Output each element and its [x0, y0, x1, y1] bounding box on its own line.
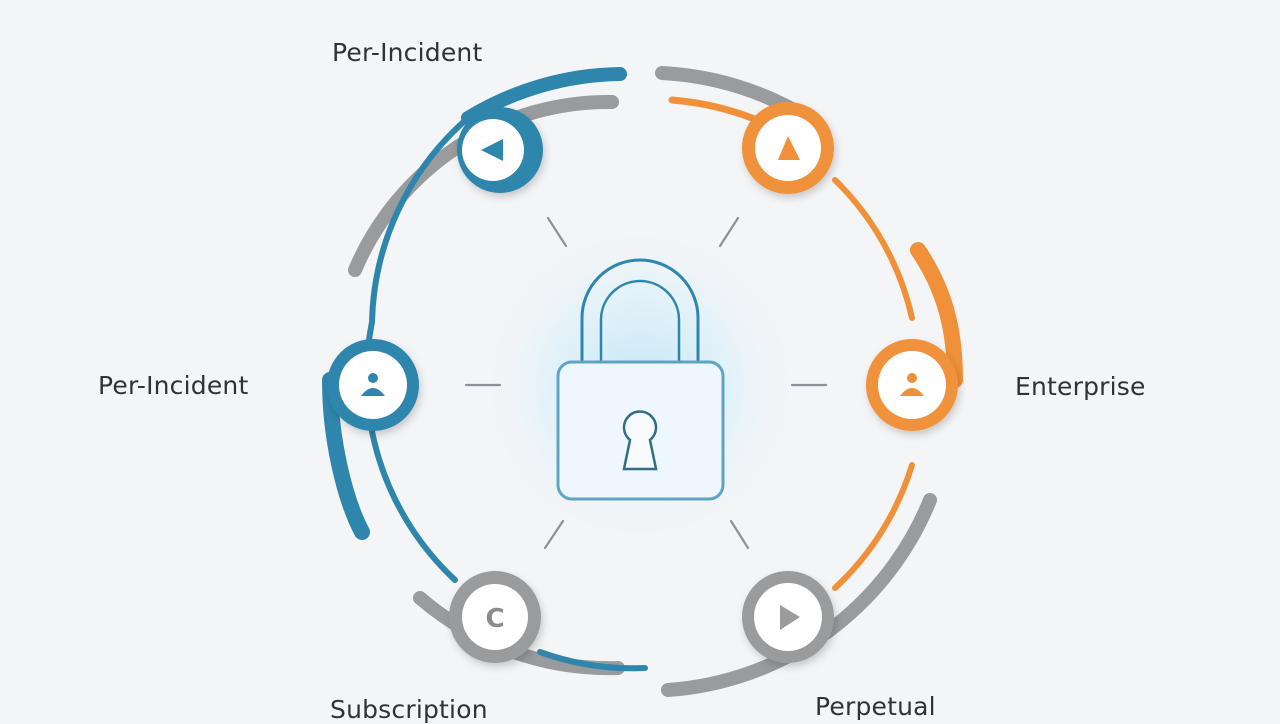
label-right: Enterprise [1015, 372, 1146, 401]
node-top-right[interactable] [742, 102, 834, 194]
node-top-left[interactable] [457, 107, 543, 193]
play-left-icon [481, 139, 503, 161]
node-bottom-left[interactable]: C [449, 571, 541, 663]
label-left: Per-Incident [98, 371, 249, 400]
triangle-icon [778, 136, 800, 160]
node-right[interactable] [866, 339, 958, 431]
user-icon [900, 373, 924, 396]
ray-ticks [464, 216, 828, 550]
node-left[interactable] [327, 339, 419, 431]
label-bottom-right: Perpetual [815, 692, 936, 721]
node-bottom-right[interactable] [742, 571, 834, 663]
label-bottom-left: Subscription [330, 695, 488, 724]
play-right-icon [780, 605, 800, 630]
user-icon [361, 373, 385, 396]
c-letter-icon: C [485, 604, 504, 634]
label-top-left: Per-Incident [332, 38, 483, 67]
padlock-icon [556, 258, 725, 501]
